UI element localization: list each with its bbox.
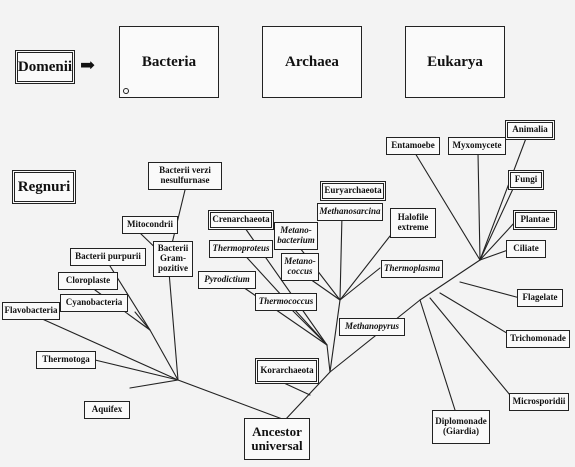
node-methanococcus: Metano- coccus <box>281 253 319 281</box>
node-ancestor-universal: Ancestor universal <box>244 418 310 460</box>
node-microsporidii: Microsporidii <box>509 393 569 411</box>
node-ciliate: Ciliate <box>506 240 546 258</box>
node-korarchaeota: Korarchaeota <box>255 358 319 384</box>
node-trichomonade: Trichomonade <box>506 330 570 348</box>
node-thermotoga: Thermotoga <box>36 351 96 369</box>
node-mitocondrii: Mitocondrii <box>122 216 178 234</box>
node-myxomycete: Myxomycete <box>448 137 506 155</box>
node-euryarchaeota: Euryarchaeota <box>320 181 386 201</box>
kingdoms-label: Regnuri <box>12 170 76 204</box>
node-methanopyrus: Methanopyrus <box>339 318 405 336</box>
node-plantae: Plantae <box>513 210 557 230</box>
domain-archaea: Archaea <box>262 26 362 98</box>
node-thermoproteus: Thermoproteus <box>209 240 273 258</box>
node-crenarchaeota: Crenarchaeota <box>208 210 274 230</box>
node-fungi: Fungi <box>508 170 544 190</box>
node-thermoplasma: Thermoplasma <box>381 260 443 278</box>
domain-bacteria: Bacteria <box>119 26 219 98</box>
node-cyanobacteria: Cyanobacteria <box>60 294 128 312</box>
node-bacterii-grampozitive: Bacterii Gram- pozitive <box>153 241 193 277</box>
node-pyrodictium: Pyrodictium <box>198 271 256 289</box>
node-flavobacteria: Flavobacteria <box>2 302 60 320</box>
node-bacterii-purpurii: Bacterii purpurii <box>70 248 146 266</box>
domain-eukarya: Eukarya <box>405 26 505 98</box>
node-bacterii-verzi: Bacterii verzi nesulfurnase <box>148 162 222 190</box>
node-thermococcus: Thermococcus <box>255 293 317 311</box>
node-diplomonade: Diplomonade (Giardia) <box>432 410 490 444</box>
node-cloroplaste: Cloroplaste <box>58 272 118 290</box>
node-aquifex: Aquifex <box>84 401 130 419</box>
node-methanobacterium: Metano- bacterium <box>274 222 318 250</box>
domains-label: Domenii <box>15 50 75 84</box>
arrow-right-icon: ➡ <box>80 55 96 75</box>
dot-marker <box>123 88 129 94</box>
node-halofile: Halofile extreme <box>390 208 436 238</box>
node-flagelate: Flagelate <box>517 289 563 307</box>
node-methanosarcina: Methanosarcina <box>317 203 383 221</box>
node-animalia: Animalia <box>505 120 555 140</box>
node-entamoebe: Entamoebe <box>386 137 440 155</box>
